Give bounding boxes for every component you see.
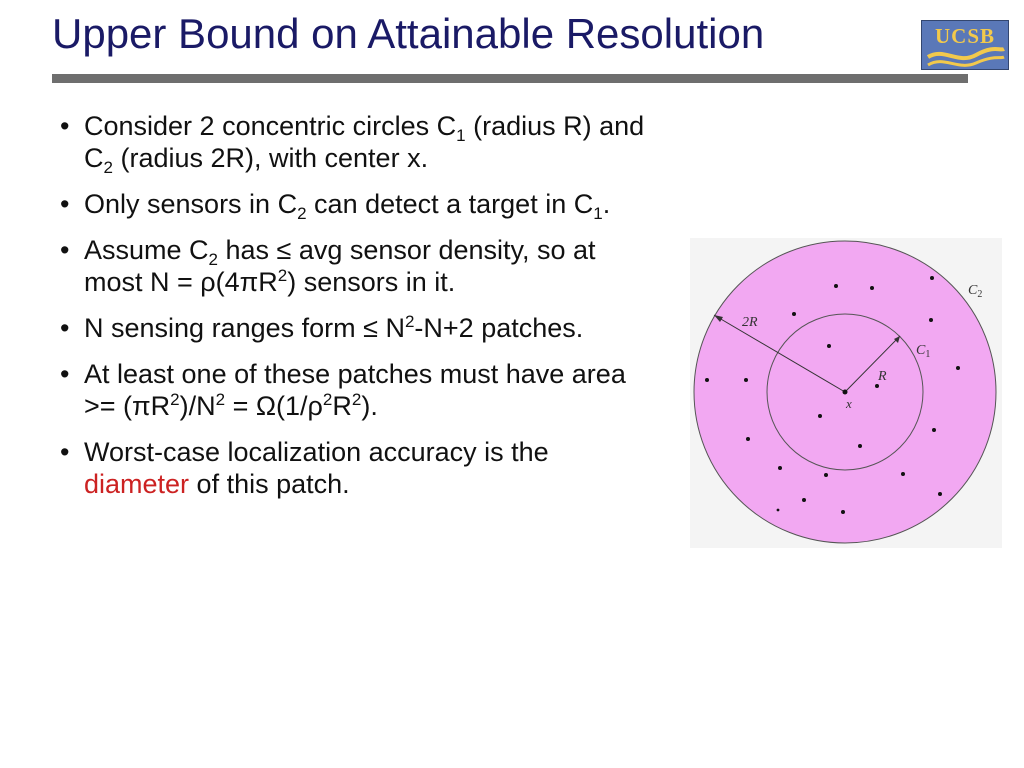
concentric-circles-figure: 2R R x C1 C2: [690, 238, 1002, 548]
subscript: 2: [208, 250, 219, 269]
outer-circle-label: C2: [968, 283, 982, 300]
sensor-dot: [827, 344, 831, 348]
inner-radius-label: R: [877, 369, 887, 384]
sensor-dot: [746, 437, 750, 441]
ucsb-logo: UCSB: [921, 20, 1009, 70]
subscript: 1: [456, 126, 466, 145]
bullet-text: can detect a target in C: [306, 189, 594, 219]
bullet-text: ).: [361, 391, 378, 421]
bullet-text: = Ω(1/ρ: [225, 391, 323, 421]
superscript: 2: [215, 390, 226, 409]
title-underline: [52, 74, 968, 83]
bullet-item: • Worst-case localization accuracy is the…: [60, 436, 660, 500]
radius-2r-line: [713, 314, 846, 393]
bullet-marker: •: [60, 235, 70, 265]
bullet-text: of this patch.: [189, 469, 350, 499]
subscript: 2: [297, 204, 307, 223]
sensor-dot: [930, 276, 934, 280]
subscript: 2: [103, 158, 113, 177]
sensor-dot: [778, 466, 782, 470]
sensor-dot: [956, 366, 960, 370]
bullet-text: Assume C: [84, 235, 209, 265]
sensor-dot: [776, 508, 780, 512]
bullet-text: Worst-case localization accuracy is the: [84, 437, 549, 467]
sensor-dot: [802, 498, 806, 502]
bullet-item: • Consider 2 concentric circles C1 (radiu…: [60, 110, 660, 177]
superscript: 2: [277, 266, 288, 285]
sensor-dot: [818, 414, 822, 418]
bullet-marker: •: [60, 189, 70, 219]
sensor-dot: [938, 492, 942, 496]
sensor-dot: [875, 384, 879, 388]
sensor-dot: [841, 510, 845, 514]
bullet-marker: •: [60, 111, 70, 141]
bullet-text: Only sensors in C: [84, 189, 298, 219]
concentric-circles-diagram: 2R R x C1 C2: [693, 240, 997, 544]
sensor-dot: [705, 378, 709, 382]
inner-circle-label: C1: [916, 343, 930, 360]
center-label: x: [845, 396, 852, 411]
bullet-text: N sensing ranges form ≤ N: [84, 313, 405, 343]
sensor-dot: [834, 284, 838, 288]
logo-wave-icon: [926, 47, 1005, 67]
radius-r-line: [844, 335, 901, 393]
radius-2r-arrowhead: [714, 315, 723, 322]
bullet-item: • N sensing ranges form ≤ N2-N+2 patches.: [60, 312, 660, 344]
logo-text: UCSB: [934, 24, 996, 48]
bullet-text: has ≤ avg sensor density, so at most N =…: [84, 235, 596, 297]
superscript: 2: [170, 390, 180, 409]
bullet-text: -N+2 patches.: [414, 313, 584, 343]
superscript: 2: [404, 312, 415, 331]
radius-r-arrowhead: [894, 336, 900, 343]
bullet-list: •Consider 2 concentric circles C1 (radiu…: [60, 110, 660, 500]
subscript: 1: [593, 204, 603, 223]
bullet-text: .: [602, 189, 611, 219]
sensor-dot: [858, 444, 862, 448]
superscript: 2: [322, 390, 333, 409]
sensor-dots: [705, 276, 960, 514]
bullet-text: (radius 2R), with center x.: [112, 143, 429, 173]
inner-circle-c1: [766, 313, 924, 471]
bullet-text: (radius R) and C: [84, 111, 645, 173]
bullet-text: ) sensors in it.: [287, 267, 456, 297]
center-point: [842, 389, 848, 395]
bullet-item: • Only sensors in C2 can detect a target …: [60, 188, 660, 223]
highlighted-term: diameter: [84, 469, 190, 499]
bullet-item: •Assume C2 has ≤ avg sensor density, so …: [60, 234, 660, 298]
slide-title: Upper Bound on Attainable Resolution: [52, 10, 765, 57]
bullet-marker: •: [60, 313, 70, 343]
bullet-text: R: [332, 391, 352, 421]
sensor-dot: [824, 473, 828, 477]
sensor-dot: [929, 318, 933, 322]
bullet-text: )/N: [179, 391, 216, 421]
bullet-marker: •: [60, 359, 70, 389]
sensor-dot: [901, 472, 905, 476]
sensor-dot: [870, 286, 874, 290]
bullet-text: Consider 2 concentric circles C: [84, 111, 457, 141]
bullet-text: At least one of these patches must have …: [84, 359, 626, 421]
bullet-marker: •: [60, 437, 70, 467]
bullet-item: • At least one of these patches must have…: [60, 358, 660, 422]
sensor-dot: [744, 378, 748, 382]
sensor-dot: [932, 428, 936, 432]
sensor-dot: [792, 312, 796, 316]
outer-radius-label: 2R: [742, 315, 758, 330]
superscript: 2: [351, 390, 362, 409]
